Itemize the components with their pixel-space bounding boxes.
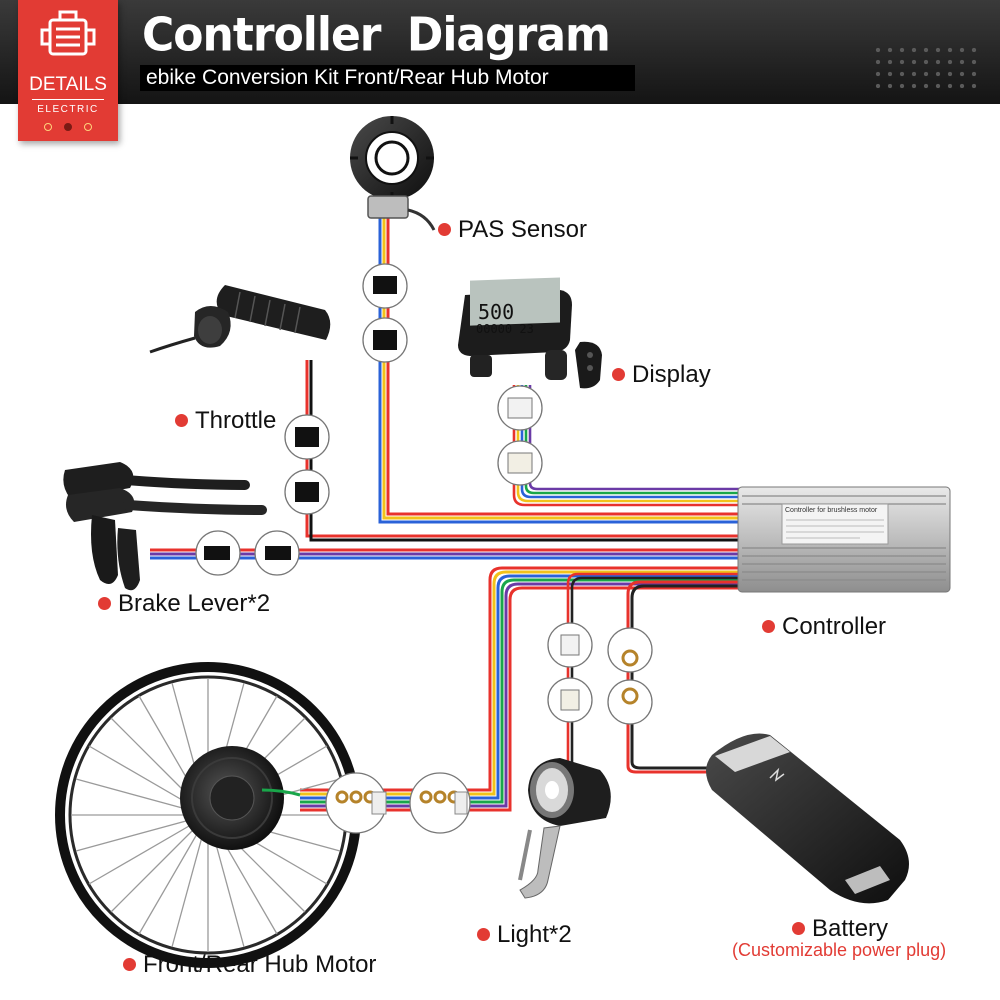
- engine-icon: [40, 10, 96, 56]
- bullet-dot: [612, 368, 625, 381]
- label-pas-sensor: PAS Sensor: [438, 216, 587, 244]
- subtitle-bar: [140, 65, 635, 91]
- bullet-dot: [477, 928, 490, 941]
- label-throttle: Throttle: [175, 407, 276, 435]
- header-bar: Controller Diagram ebike Conversion Kit …: [0, 0, 1000, 104]
- pas-wire: [378, 215, 740, 524]
- badge-subtitle: ELECTRIC: [37, 104, 99, 115]
- battery-wire: [626, 580, 740, 774]
- throttle-icon: [149, 285, 331, 354]
- badge-divider: [32, 99, 104, 100]
- headlight-icon: [518, 758, 611, 899]
- brake-wire: [150, 548, 740, 560]
- controller-icon: [737, 486, 951, 593]
- bullet-dot: [175, 414, 188, 427]
- label-light: Light*2: [477, 921, 572, 949]
- battery-note: (Customizable power plug): [732, 940, 947, 960]
- label-controller: Controller: [762, 613, 886, 641]
- badge-dots: [18, 118, 118, 136]
- battery-icon: [706, 733, 909, 904]
- pas-sensor-icon: [350, 116, 436, 231]
- display-icon: [458, 277, 602, 389]
- bullet-dot: [98, 597, 111, 610]
- bullet-dot: [792, 922, 805, 935]
- hub-motor-icon: [55, 662, 361, 968]
- page-title: Controller Diagram: [142, 8, 611, 63]
- bullet-dot: [438, 223, 451, 236]
- label-display: Display: [612, 361, 711, 389]
- label-brake-lever: Brake Lever*2: [98, 590, 270, 618]
- light-wire: [566, 572, 740, 770]
- display-wire: [512, 385, 740, 507]
- connector-plugs: [204, 276, 639, 815]
- bullet-dot: [123, 958, 136, 971]
- display-screen-row1: 500: [478, 300, 515, 324]
- brake-lever-icon: [63, 462, 267, 591]
- dot-pattern: [872, 44, 982, 90]
- controller-plate-text: Controller for brushless motor: [785, 507, 878, 514]
- details-badge: DETAILS ELECTRIC: [18, 0, 118, 141]
- display-screen-row2: 00000 23: [476, 322, 534, 336]
- page-subtitle: ebike Conversion Kit Front/Rear Hub Moto…: [146, 66, 549, 89]
- motor-wire: [300, 566, 740, 812]
- label-hub-motor: Front/Rear Hub Motor: [123, 951, 376, 979]
- label-battery: Battery: [792, 915, 888, 943]
- bullet-dot: [762, 620, 775, 633]
- badge-title: DETAILS: [29, 74, 107, 95]
